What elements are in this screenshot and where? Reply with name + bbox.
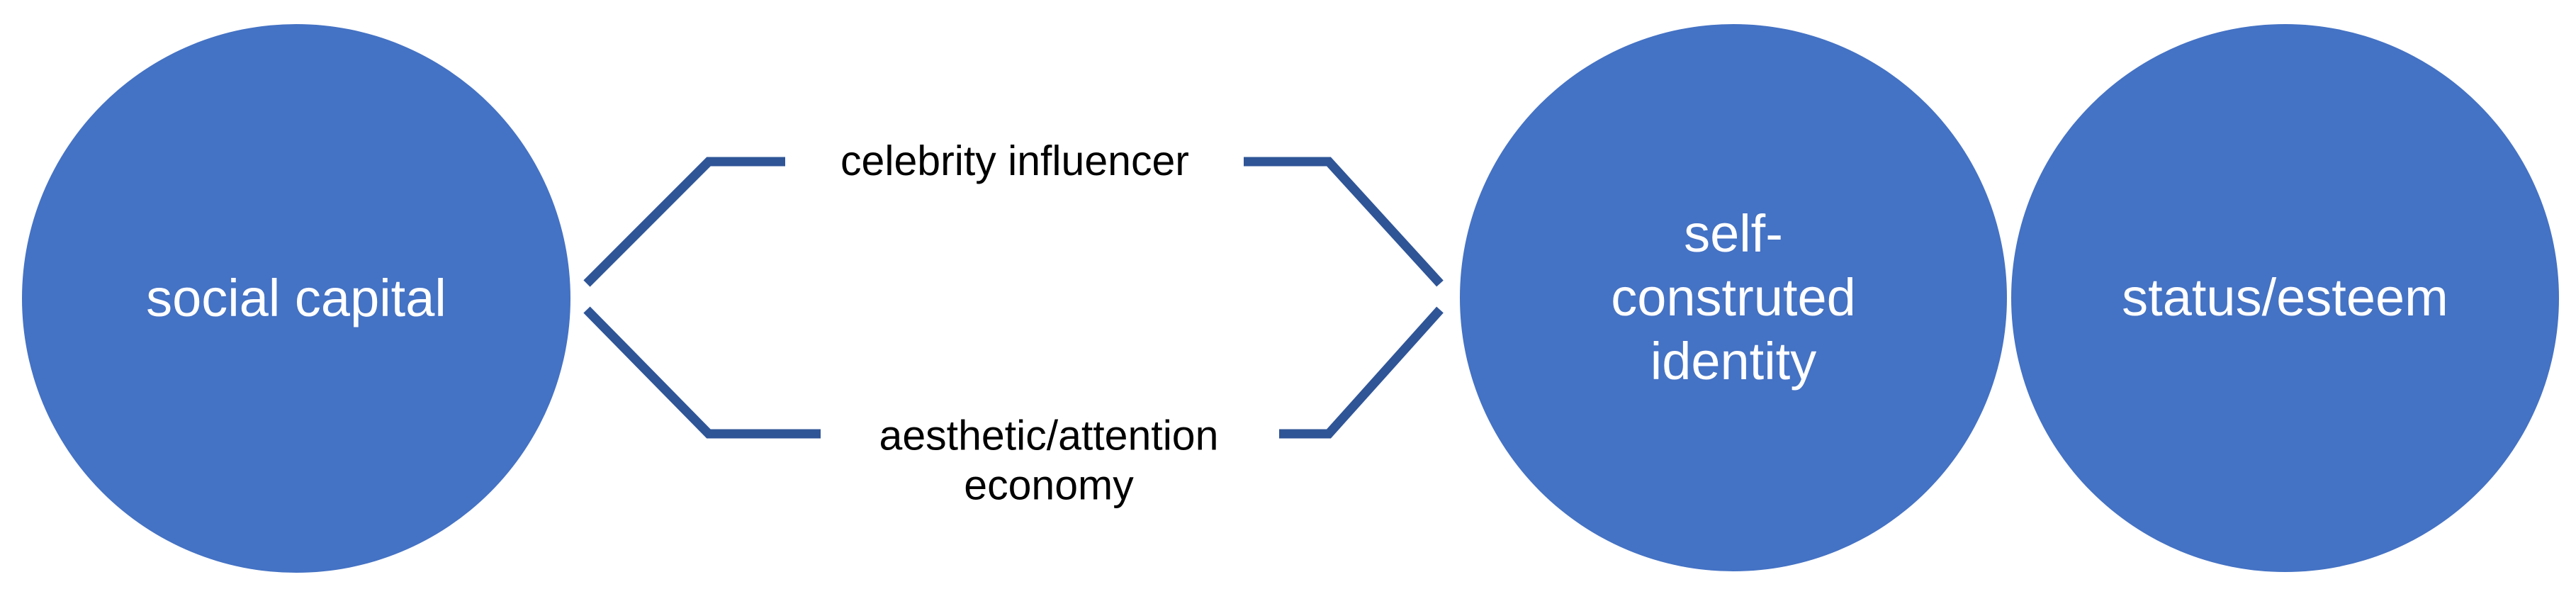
connector-celebrity-influencer (583, 157, 1444, 287)
connector-celebrity-influencer-right-segment (1244, 157, 1444, 287)
connector-aesthetic-attention-economy-left-segment (583, 306, 821, 439)
node-status-esteem[interactable]: status/esteem (2011, 24, 2559, 572)
node-self-constructed-identity[interactable]: self- construted identity (1460, 24, 2007, 571)
edge-label-celebrity-influencer: celebrity influencer (840, 138, 1189, 185)
node-status-esteem-label: status/esteem (2122, 268, 2448, 327)
edge-label-aesthetic-attention-economy: aesthetic/attention economy (879, 412, 1219, 508)
node-social-capital-label: social capital (146, 268, 446, 327)
node-social-capital[interactable]: social capital (22, 24, 570, 573)
connector-aesthetic-attention-economy-right-segment (1279, 306, 1444, 439)
connector-aesthetic-attention-economy (583, 306, 1444, 439)
connector-celebrity-influencer-left-segment (583, 157, 785, 287)
node-self-constructed-identity-label: self- construted identity (1611, 203, 1856, 391)
